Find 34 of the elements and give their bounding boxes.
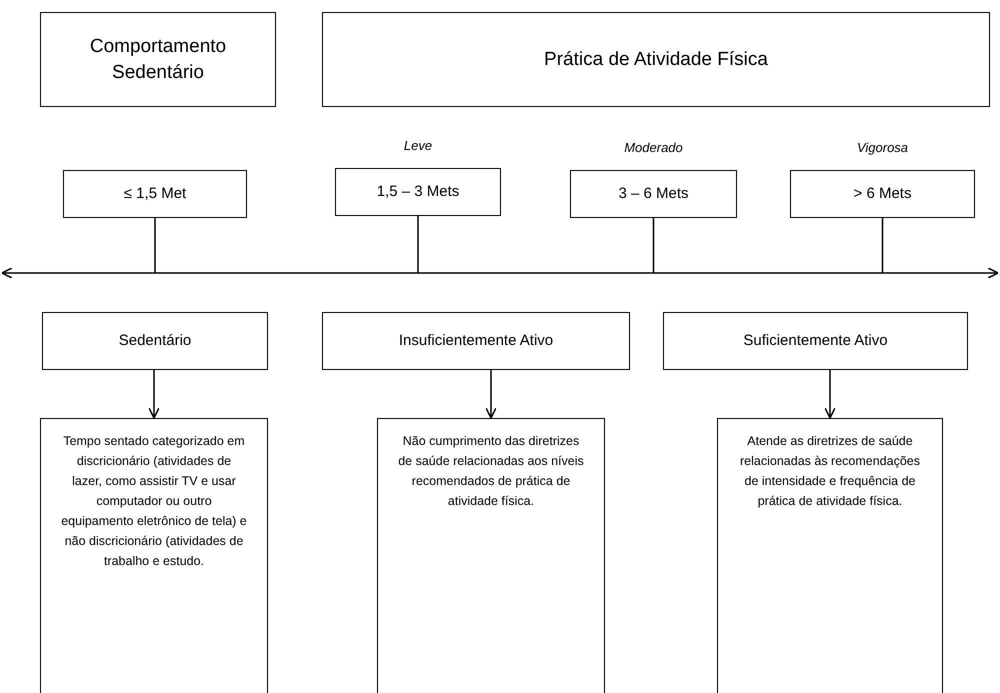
range-box	[335, 168, 501, 216]
box-text: Tempo sentado categorizado em discricionário (atividades de lazer, como assistir TV e usar computador ou outro equipamento eletrônico de tela) e não discricionário (atividades de trabalho e estudo.	[60, 433, 248, 570]
connector-line	[154, 218, 156, 273]
connector-line	[882, 218, 884, 273]
description-box	[377, 418, 605, 693]
range-box	[63, 170, 247, 218]
arrow	[824, 370, 836, 419]
intensity-label: Moderado	[623, 139, 684, 157]
box-text: ≤ 1,5 Met	[122, 184, 188, 204]
description-box	[40, 418, 268, 693]
level-box	[42, 312, 268, 370]
range-box	[790, 170, 975, 218]
box-text: 3 – 6 Mets	[617, 184, 690, 204]
connector-line	[652, 218, 654, 273]
level-box	[322, 312, 630, 370]
level-box	[663, 312, 968, 370]
connector-line	[417, 216, 419, 273]
box-text: Suficientemente Ativo	[742, 330, 889, 351]
arrow	[148, 370, 160, 419]
arrow	[485, 370, 497, 419]
box-text: Atende as diretrizes de saúde relacionadas às recomendações de intensidade e frequência de prática de atividade física.	[739, 433, 921, 510]
box-text: Comportamento Sedentário	[88, 34, 228, 84]
box-text: 1,5 – 3 Mets	[376, 182, 460, 202]
box-text: Não cumprimento das diretrizes de saúde relacionadas aos níveis recomendados de prática de atividade física.	[397, 433, 585, 510]
box-text: Prática de Atividade Física	[543, 48, 769, 72]
intensity-label: Leve	[402, 137, 434, 155]
box-text: Insuficientemente Ativo	[398, 330, 554, 351]
description-box	[717, 418, 943, 693]
box-text: Sedentário	[118, 330, 192, 351]
range-box	[570, 170, 737, 218]
intensity-label: Vigorosa	[856, 139, 910, 157]
category-box	[322, 12, 990, 107]
category-box	[40, 12, 276, 107]
box-text: > 6 Mets	[852, 184, 912, 204]
